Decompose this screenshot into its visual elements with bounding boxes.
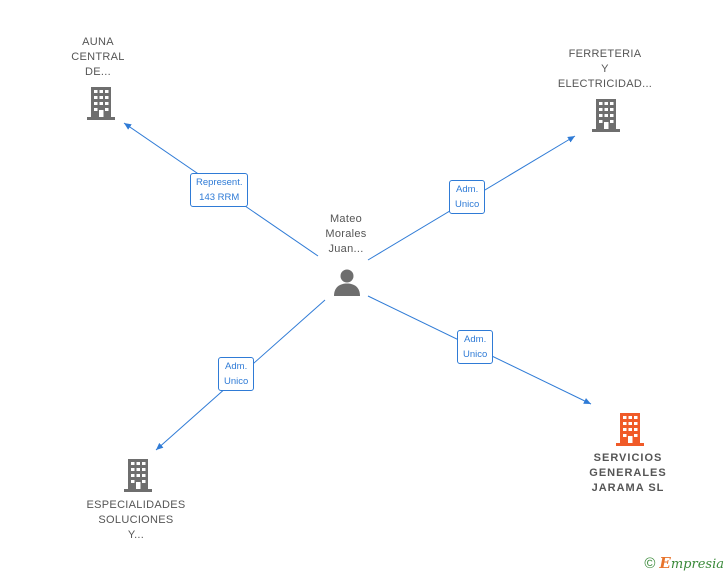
ferreteria-label-line-3: ELECTRICIDAD...	[557, 78, 653, 90]
edge-label-ferreteria[interactable]: Adm. Unico	[449, 180, 486, 214]
building-icon[interactable]	[85, 86, 117, 120]
edge-servicios-line-2: Unico	[463, 349, 488, 360]
center-label-line-2: Morales	[325, 228, 367, 240]
especialidades-label-line-3: Y...	[127, 529, 145, 541]
center-person-label[interactable]: Mateo Morales Juan...	[316, 212, 376, 257]
brand-logo[interactable]: Empresia	[659, 554, 724, 572]
auna-label-line-1: AUNA	[82, 36, 114, 48]
ferreteria-label-line-2: Y	[601, 63, 609, 75]
edge-especialidades-line-1: Adm.	[225, 361, 248, 372]
edge-especialidades-line-2: Unico	[224, 376, 249, 387]
edge-label-auna[interactable]: Represent. 143 RRM	[190, 173, 249, 207]
edge-auna-line-2: 143 RRM	[199, 192, 240, 203]
brand-first-letter: E	[659, 554, 671, 572]
especialidades-label-line-1: ESPECIALIDADES	[86, 499, 186, 511]
auna-label-line-3: DE...	[85, 66, 111, 78]
center-label-line-3: Juan...	[328, 243, 364, 255]
node-ferreteria-label[interactable]: FERRETERIA Y ELECTRICIDAD...	[550, 47, 660, 92]
node-especialidades-label[interactable]: ESPECIALIDADES SOLUCIONES Y...	[76, 498, 196, 543]
servicios-label-line-1: SERVICIOS	[593, 452, 663, 464]
building-icon[interactable]	[590, 98, 622, 132]
edge-ferreteria-line-1: Adm.	[456, 184, 479, 195]
copyright-icon: ©	[644, 554, 656, 572]
ferreteria-label-line-1: FERRETERIA	[568, 48, 642, 60]
servicios-label-line-3: JARAMA SL	[591, 482, 665, 494]
building-icon-highlighted[interactable]	[614, 412, 646, 446]
edge-auna-line-1: Represent.	[196, 177, 243, 188]
edge-servicios-line-1: Adm.	[464, 334, 487, 345]
node-servicios-label[interactable]: SERVICIOS GENERALES JARAMA SL	[578, 451, 678, 496]
building-icon[interactable]	[122, 458, 154, 492]
servicios-label-line-2: GENERALES	[589, 467, 667, 479]
edge-ferreteria-line-2: Unico	[455, 199, 480, 210]
person-icon[interactable]	[331, 266, 363, 298]
edge-label-servicios[interactable]: Adm. Unico	[457, 330, 494, 364]
brand-rest: mpresia	[670, 557, 724, 572]
footer-brand: © Empresia	[644, 554, 724, 572]
edge-label-especialidades[interactable]: Adm. Unico	[218, 357, 255, 391]
center-label-line-1: Mateo	[329, 213, 363, 225]
auna-label-line-2: CENTRAL	[71, 51, 125, 63]
especialidades-label-line-2: SOLUCIONES	[98, 514, 174, 526]
node-auna-label[interactable]: AUNA CENTRAL DE...	[58, 35, 138, 80]
